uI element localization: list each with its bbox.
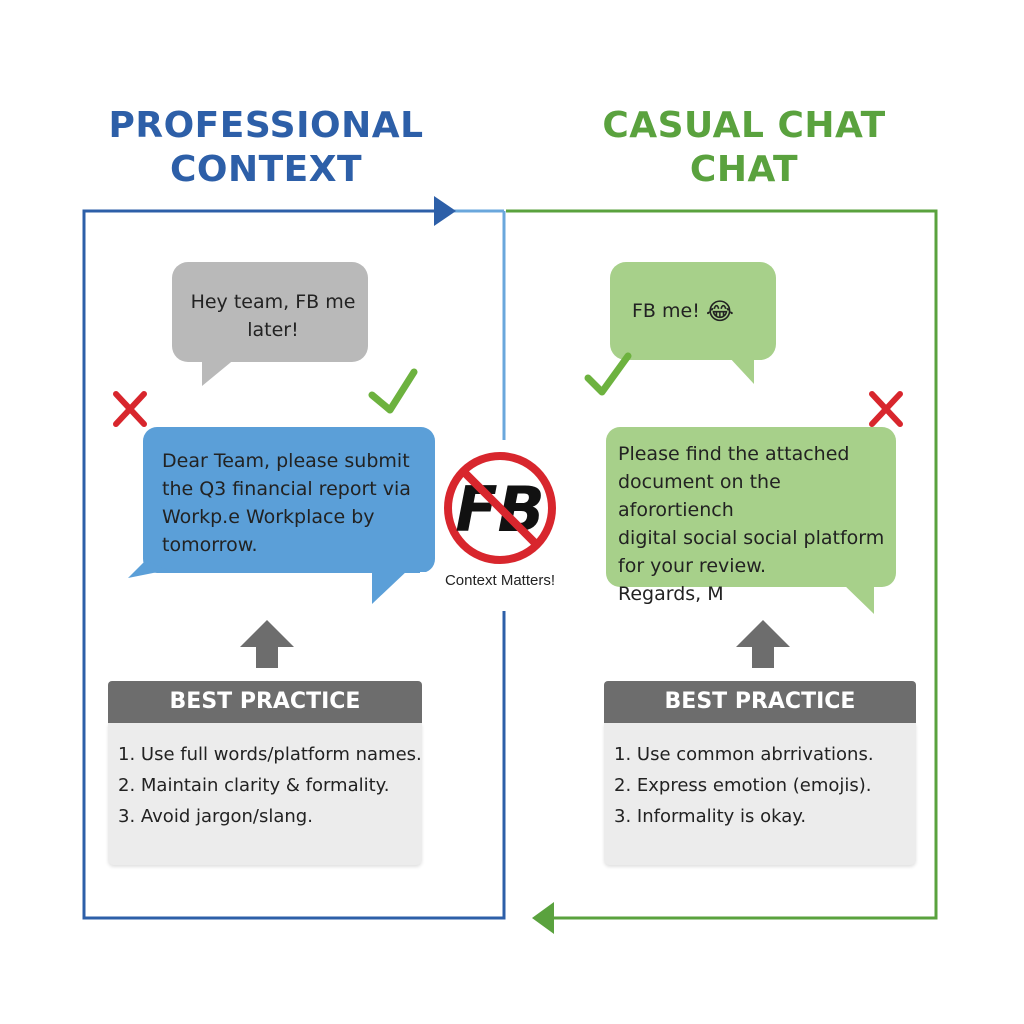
context-matters-caption: Context Matters! bbox=[420, 572, 580, 589]
cross-icon bbox=[113, 391, 147, 427]
no-fb-sign-icon: FB bbox=[444, 452, 556, 564]
best-practice-item: 2. Express emotion (emojis). bbox=[614, 775, 872, 796]
flow-arrow-left-icon bbox=[532, 902, 554, 934]
message-line: Regards, M bbox=[618, 583, 724, 605]
check-icon bbox=[584, 352, 632, 396]
casual-formal-message: Please find the attached document on the… bbox=[618, 440, 898, 608]
heading-line: CASUAL CHAT bbox=[602, 105, 886, 146]
casual-frame bbox=[506, 209, 938, 934]
heading-line: CHAT bbox=[689, 149, 799, 190]
check-icon bbox=[368, 368, 418, 414]
professional-best-practice-title: BEST PRACTICE bbox=[108, 681, 422, 723]
heading-line: PROFESSIONAL bbox=[108, 105, 424, 146]
best-practice-item: 3. Avoid jargon/slang. bbox=[118, 806, 313, 827]
best-practice-item: 2. Maintain clarity & formality. bbox=[118, 775, 390, 796]
message-line: for your review. bbox=[618, 555, 767, 577]
professional-context-heading: PROFESSIONAL CONTEXT bbox=[96, 104, 436, 192]
casual-formal-bubble bbox=[606, 427, 896, 614]
message-line: digital social social platform bbox=[618, 527, 885, 549]
message-line: document on the aforortiench bbox=[618, 471, 781, 521]
casual-informal-text: FB me! bbox=[632, 300, 700, 322]
professional-informal-bubble bbox=[172, 262, 368, 386]
professional-best-practice-box: 1. Use full words/platform names. 2. Mai… bbox=[108, 723, 422, 865]
casual-informal-message: FB me! 😂 bbox=[632, 297, 772, 326]
up-arrow-icon bbox=[240, 620, 294, 668]
casual-best-practice-title: BEST PRACTICE bbox=[604, 681, 916, 723]
message-line: Please find the attached bbox=[618, 443, 850, 465]
professional-formal-bubble bbox=[128, 427, 435, 604]
casual-informal-bubble bbox=[610, 262, 776, 384]
best-practice-item: 3. Informality is okay. bbox=[614, 806, 807, 827]
cross-icon bbox=[869, 391, 903, 427]
professional-frame bbox=[82, 196, 506, 920]
casual-chat-heading: CASUAL CHAT CHAT bbox=[584, 104, 904, 192]
casual-best-practice-box: 1. Use common abrrivations. 2. Express e… bbox=[604, 723, 916, 865]
flow-arrow-right-icon bbox=[434, 196, 456, 226]
heading-line: CONTEXT bbox=[169, 149, 363, 190]
best-practice-item: 1. Use full words/platform names. bbox=[118, 744, 422, 765]
professional-formal-message: Dear Team, please submit the Q3 financia… bbox=[162, 450, 411, 556]
laughing-emoji-icon: 😂 bbox=[705, 297, 734, 326]
best-practice-item: 1. Use common abrrivations. bbox=[614, 744, 874, 765]
professional-informal-message: Hey team, FB me later! bbox=[190, 291, 356, 341]
up-arrow-icon bbox=[736, 620, 790, 668]
